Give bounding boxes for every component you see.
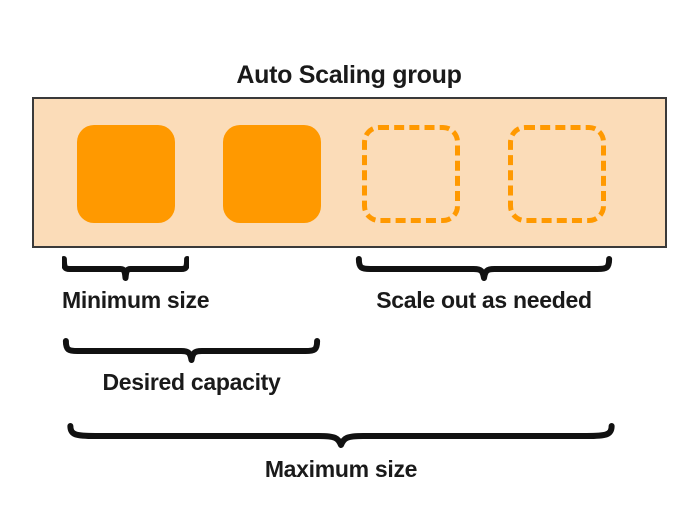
- brace-icon: [62, 423, 620, 449]
- brace-icon: [62, 338, 321, 364]
- annotation-label-minimum-size: Minimum size: [62, 287, 210, 313]
- annotation-desired-capacity: Desired capacity: [62, 338, 321, 396]
- instance-box-running-2: [223, 125, 321, 223]
- brace-icon: [355, 256, 613, 282]
- instance-box-running-1: [77, 125, 175, 223]
- instance-box-potential-1: [362, 125, 460, 223]
- page-title: Auto Scaling group: [236, 61, 462, 89]
- auto-scaling-group-container: [32, 97, 667, 248]
- instances-row: [34, 99, 665, 246]
- annotation-minimum-size: Minimum size: [62, 256, 210, 314]
- annotation-scale-out: Scale out as needed: [355, 256, 613, 314]
- annotation-label-desired-capacity: Desired capacity: [102, 369, 281, 395]
- brace-icon: [62, 256, 189, 282]
- annotation-label-maximum-size: Maximum size: [264, 456, 418, 482]
- instance-box-potential-2: [508, 125, 606, 223]
- annotation-label-scale-out: Scale out as needed: [376, 287, 592, 313]
- annotation-maximum-size: Maximum size: [62, 423, 620, 483]
